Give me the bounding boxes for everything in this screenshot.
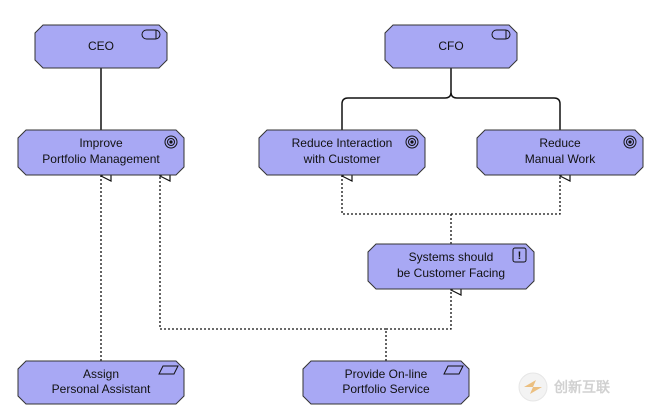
goal-icon bbox=[405, 135, 419, 149]
node-reduce-interaction-line2: with Customer bbox=[303, 152, 381, 166]
requirement-icon bbox=[443, 365, 464, 375]
realization-provide-systems bbox=[386, 290, 451, 330]
node-improve-line1: Improve bbox=[79, 136, 123, 150]
principle-icon-glyph: ! bbox=[518, 250, 522, 262]
watermark-text: 创新互联 bbox=[553, 379, 611, 396]
node-reduce-manual-line1: Reduce bbox=[539, 136, 581, 150]
connectors bbox=[100, 68, 561, 130]
realization-systems-reduce-interaction bbox=[342, 176, 452, 244]
stakeholder-icon bbox=[491, 29, 511, 40]
node-improve-line2: Portfolio Management bbox=[42, 152, 160, 166]
logo-icon bbox=[518, 372, 548, 402]
node-assign-line1: Assign bbox=[83, 367, 119, 381]
realization-systems-reduce-manual bbox=[451, 176, 560, 215]
node-assign-line2: Personal Assistant bbox=[52, 382, 151, 396]
node-cfo[interactable]: CFO bbox=[384, 24, 518, 69]
node-ceo-label: CEO bbox=[88, 39, 114, 53]
realization-connectors bbox=[101, 176, 560, 361]
logo-icon-mark bbox=[524, 380, 542, 394]
node-reduce-interaction[interactable]: Reduce Interaction with Customer bbox=[258, 129, 426, 176]
node-reduce-manual-line2: Manual Work bbox=[525, 152, 596, 166]
node-cfo-label: CFO bbox=[438, 39, 463, 53]
principle-icon: ! bbox=[512, 247, 527, 263]
requirement-icon bbox=[158, 365, 179, 375]
node-systems-customer-facing[interactable]: Systems should be Customer Facing ! bbox=[367, 243, 535, 290]
watermark: 创新互联 bbox=[518, 372, 611, 402]
node-systems-line2: be Customer Facing bbox=[397, 266, 505, 280]
association-cfo-goals bbox=[341, 68, 561, 130]
stakeholder-icon bbox=[141, 29, 161, 40]
node-provide-online-portfolio-service[interactable]: Provide On-line Portfolio Service bbox=[302, 360, 470, 405]
node-reduce-interaction-line1: Reduce Interaction bbox=[292, 136, 393, 150]
goal-icon bbox=[623, 135, 637, 149]
node-reduce-manual-work[interactable]: Reduce Manual Work bbox=[476, 129, 644, 176]
node-assign-personal-assistant[interactable]: Assign Personal Assistant bbox=[17, 360, 185, 405]
goal-icon bbox=[164, 135, 178, 149]
realization-provide-improve bbox=[160, 176, 387, 361]
node-systems-line1: Systems should bbox=[409, 250, 494, 264]
node-provide-line1: Provide On-line bbox=[345, 367, 428, 381]
node-ceo[interactable]: CEO bbox=[34, 24, 168, 69]
node-provide-line2: Portfolio Service bbox=[342, 382, 430, 396]
node-improve-portfolio-management[interactable]: Improve Portfolio Management bbox=[17, 129, 185, 176]
